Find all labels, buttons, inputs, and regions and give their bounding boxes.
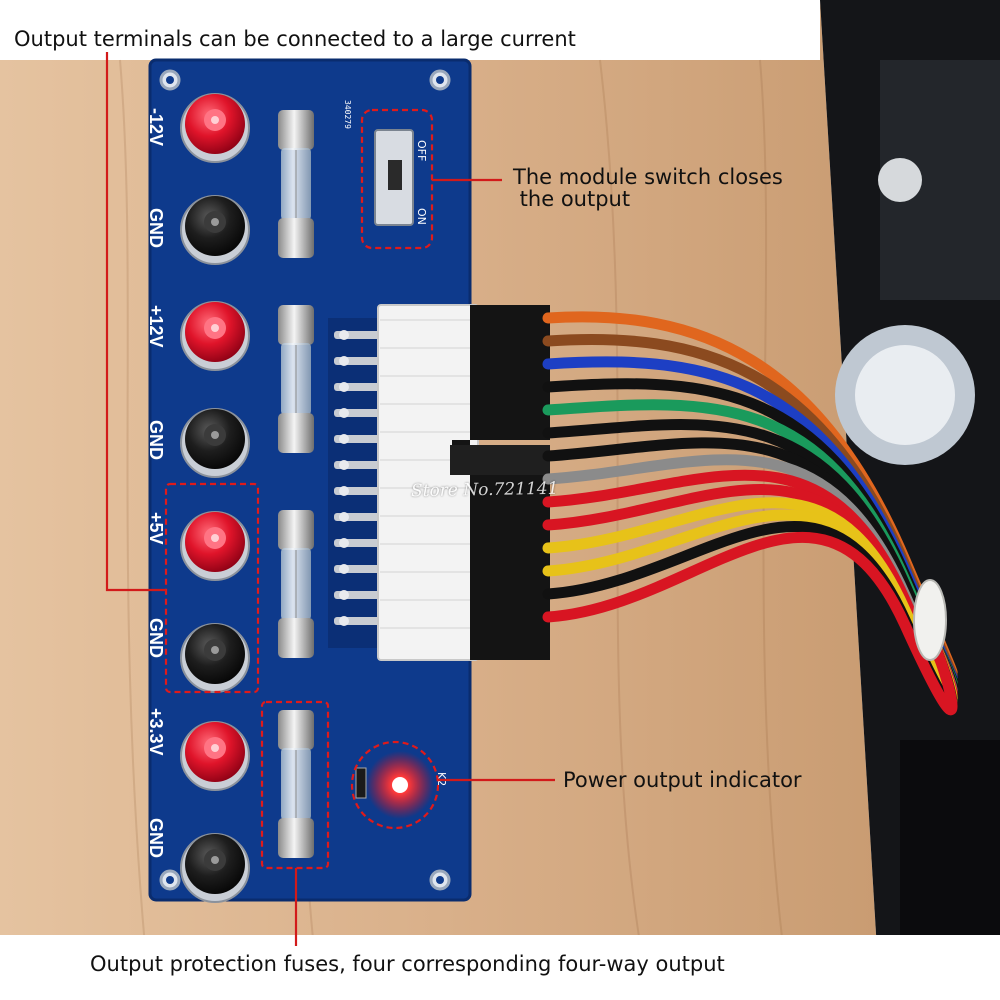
black-terminal-4[interactable] — [180, 833, 250, 903]
pin-pad — [339, 590, 349, 600]
label-gnd-2: GND — [146, 420, 166, 460]
module-switch[interactable]: OFF ON — [374, 129, 428, 226]
fuse-highlight — [260, 700, 330, 870]
label-gnd-3: GND — [146, 618, 166, 658]
black-terminal-3[interactable] — [180, 623, 250, 693]
pin-pad — [339, 616, 349, 626]
pin-pad — [339, 460, 349, 470]
pin-pad — [339, 434, 349, 444]
red-terminal-3[interactable] — [180, 511, 250, 581]
atx-connector — [328, 304, 550, 661]
pin-pad — [339, 512, 349, 522]
red-terminal-1[interactable] — [180, 93, 250, 163]
red-terminal-4[interactable] — [180, 721, 250, 791]
switch-off-label: OFF — [415, 140, 428, 161]
pin-pad — [339, 330, 349, 340]
wire-red — [542, 532, 958, 716]
black-terminal-2[interactable] — [180, 408, 250, 478]
red-terminal-2[interactable] — [180, 301, 250, 371]
fuse-2 — [278, 305, 314, 453]
label-plus-12v: +12V — [146, 305, 166, 348]
cable-tie — [913, 579, 947, 661]
pin-pad — [339, 356, 349, 366]
fuse-4 — [278, 710, 314, 858]
pin-pad — [339, 564, 349, 574]
fuses-callout: Output protection fuses, four correspond… — [90, 952, 725, 976]
indicator-callout: Power output indicator — [563, 768, 802, 792]
board-id-code: 340279 — [343, 100, 352, 129]
label-minus-12v: -12V — [146, 108, 166, 146]
pin-pad — [339, 382, 349, 392]
switch-callout: The module switch closes the output — [513, 165, 783, 211]
pcb-board — [148, 58, 472, 902]
terminal-highlight — [164, 482, 260, 694]
terminals-callout: Output terminals can be connected to a l… — [14, 27, 576, 51]
label-gnd-4: GND — [146, 818, 166, 858]
terminals-leader-line — [105, 52, 166, 592]
led-highlight — [350, 740, 440, 830]
black-terminal-1[interactable] — [180, 195, 250, 265]
label-plus-5v: +5V — [146, 512, 166, 545]
pin-pad — [339, 408, 349, 418]
fuse-3 — [278, 510, 314, 658]
fuse-1 — [278, 110, 314, 258]
store-watermark: Store No.721141 — [410, 478, 559, 502]
switch-on-label: ON — [415, 208, 428, 225]
pin-pad — [339, 486, 349, 496]
label-gnd-1: GND — [146, 208, 166, 248]
pin-pad — [339, 538, 349, 548]
label-plus-3v3: +3.3V — [146, 708, 166, 756]
